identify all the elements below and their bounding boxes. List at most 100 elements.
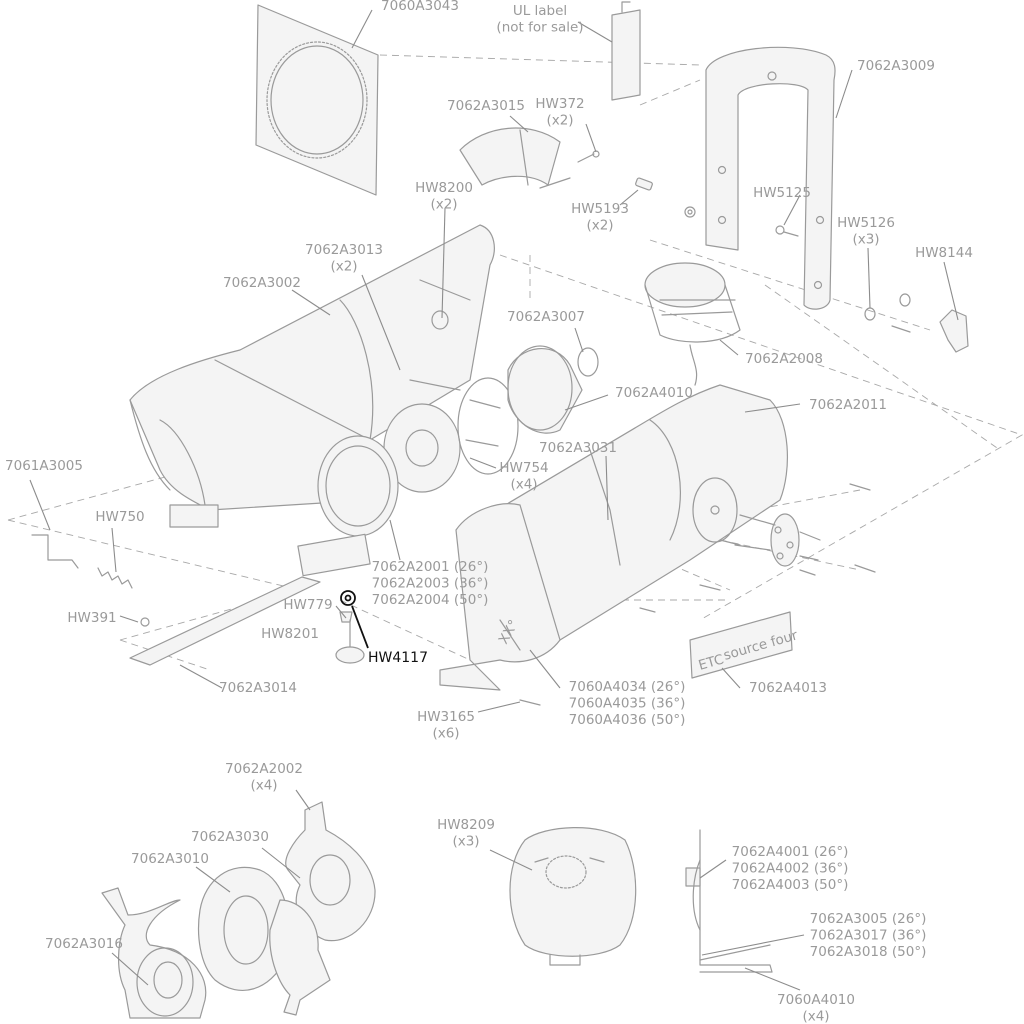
- part-label-hw5193: HW5193(x2): [571, 201, 629, 234]
- hw5125-screw: [775, 225, 799, 237]
- nameplate-logo: ETC: [697, 651, 726, 673]
- part-label-line: (x4): [510, 477, 537, 493]
- part-label-line: 7062A2011: [809, 397, 887, 413]
- part-label-line: 7062A4001 (26°): [732, 844, 849, 860]
- part-label-line: 7062A3010: [131, 851, 209, 867]
- part-label-a3016: 7062A3016: [45, 936, 123, 952]
- shutter-assembly: [383, 377, 519, 493]
- part-label-line: 7062A3005 (26°): [810, 911, 927, 927]
- rear-housing-part: [129, 224, 495, 528]
- part-label-line: HW8200: [415, 180, 473, 196]
- part-label-a2001: 7062A2001 (26°)7062A2003 (36°)7062A2004 …: [372, 559, 489, 608]
- part-label-hw750: HW750: [95, 509, 144, 525]
- part-label-uppertop: 7060A3043: [381, 0, 459, 14]
- part-label-hw4117: HW4117: [368, 650, 428, 666]
- hw4117-part: [340, 590, 356, 606]
- part-label-hw779: HW779: [283, 597, 332, 613]
- shutter-base-part: [101, 887, 207, 1019]
- part-label-line: (x2): [430, 197, 457, 213]
- lamp-socket-part: [644, 262, 741, 386]
- part-label-hw391: HW391: [67, 610, 116, 626]
- part-label-a3005b: 7062A3005 (26°)7062A3017 (36°)7062A3018 …: [810, 911, 927, 960]
- part-label-line: HW5193: [571, 201, 629, 217]
- part-label-line: HW750: [95, 509, 144, 525]
- part-label-a2002: 7062A2002(x4): [225, 761, 303, 794]
- part-label-a3007: 7062A3007: [507, 309, 585, 325]
- part-label-a3014: 7062A3014: [219, 680, 297, 696]
- part-label-line: 7062A3030: [191, 829, 269, 845]
- part-label-a4013: 7062A4013: [749, 680, 827, 696]
- part-label-line: 7061A3005: [5, 458, 83, 474]
- part-label-hw5126: HW5126(x3): [837, 215, 895, 248]
- part-label-line: 7062A3014: [219, 680, 297, 696]
- part-label-line: 7062A2008: [745, 351, 823, 367]
- part-label-hw8200: HW8200(x2): [415, 180, 473, 213]
- handle-part: [31, 534, 79, 569]
- part-label-line: HW8144: [915, 245, 973, 261]
- part-label-line: (not for sale): [496, 20, 583, 36]
- part-label-a4010b: 7060A4010(x4): [777, 992, 855, 1024]
- part-label-line: (x4): [802, 1009, 829, 1024]
- leader-lines: [29, 9, 959, 991]
- part-label-line: 7062A2002: [225, 761, 303, 777]
- spring-part: [97, 567, 133, 589]
- part-label-ul: UL label(not for sale): [496, 3, 583, 36]
- part-label-a3002: 7062A3002: [223, 275, 301, 291]
- hw5126-washers: [864, 293, 911, 333]
- color-frame-part: [255, 4, 379, 196]
- part-label-line: HW3165: [417, 709, 475, 725]
- part-label-line: 7062A3009: [857, 58, 935, 74]
- part-label-line: 7060A4035 (36°): [569, 696, 686, 712]
- part-label-line: (x2): [586, 218, 613, 234]
- part-label-hw754: HW754(x4): [499, 460, 548, 493]
- part-label-yoke: 7062A3009: [857, 58, 935, 74]
- part-label-line: 7062A2001 (26°): [372, 559, 489, 575]
- part-label-line: 7062A3002: [223, 275, 301, 291]
- part-label-line: HW754: [499, 460, 548, 476]
- part-label-line: HW779: [283, 597, 332, 613]
- diffuser-disc-part: [509, 827, 637, 966]
- part-label-line: (x2): [330, 259, 357, 275]
- nameplate-part: [689, 611, 793, 679]
- part-label-hw3165: HW3165(x6): [417, 709, 475, 742]
- part-label-hw8209: HW8209(x3): [437, 817, 495, 850]
- part-label-line: 7062A4002 (36°): [732, 861, 849, 877]
- part-label-line: HW372: [535, 96, 584, 112]
- lens-tube-part: [439, 503, 561, 691]
- part-label-line: 7062A3007: [507, 309, 585, 325]
- part-label-line: (x3): [852, 232, 879, 248]
- reflector-part: [507, 345, 583, 434]
- part-label-line: 7062A3015: [447, 98, 525, 114]
- part-label-a3031: 7062A3031: [539, 440, 617, 456]
- part-label-a3005: 7061A3005: [5, 458, 83, 474]
- part-label-line: 7062A4010: [615, 385, 693, 401]
- part-label-line: HW5126: [837, 215, 895, 231]
- part-label-a4034: 7060A4034 (26°)7060A4035 (36°)7060A4036 …: [569, 679, 686, 728]
- slider-bar-part: [129, 533, 371, 666]
- part-label-line: 7060A4010: [777, 992, 855, 1008]
- part-label-line: 7060A3043: [381, 0, 459, 14]
- part-label-line: (x2): [546, 113, 573, 129]
- part-label-line: (x6): [432, 726, 459, 742]
- hw8201-knob: [335, 619, 365, 664]
- part-label-line: HW4117: [368, 650, 428, 666]
- part-label-line: 7062A2004 (50°): [372, 592, 489, 608]
- part-label-line: 7062A3016: [45, 936, 123, 952]
- part-label-line: 7062A4003 (50°): [732, 877, 849, 893]
- part-label-a2011: 7062A2011: [809, 397, 887, 413]
- ul-label-part: [611, 1, 641, 101]
- shutter-blade-part: [285, 801, 376, 942]
- part-label-a3015: 7062A3015: [447, 98, 525, 114]
- barrel-part: [479, 384, 788, 651]
- part-label-a2008: 7062A2008: [745, 351, 823, 367]
- part-label-a4001: 7062A4001 (26°)7062A4002 (36°)7062A4003 …: [732, 844, 849, 893]
- part-label-line: (x4): [250, 778, 277, 794]
- part-label-hw8144: HW8144: [915, 245, 973, 261]
- part-label-line: 7062A3018 (50°): [810, 944, 927, 960]
- part-label-line: 7062A3031: [539, 440, 617, 456]
- part-label-hw372: HW372(x2): [535, 96, 584, 129]
- part-label-line: (x3): [452, 834, 479, 850]
- part-label-line: 7060A4034 (26°): [569, 679, 686, 695]
- part-label-hw8201: HW8201: [261, 626, 319, 642]
